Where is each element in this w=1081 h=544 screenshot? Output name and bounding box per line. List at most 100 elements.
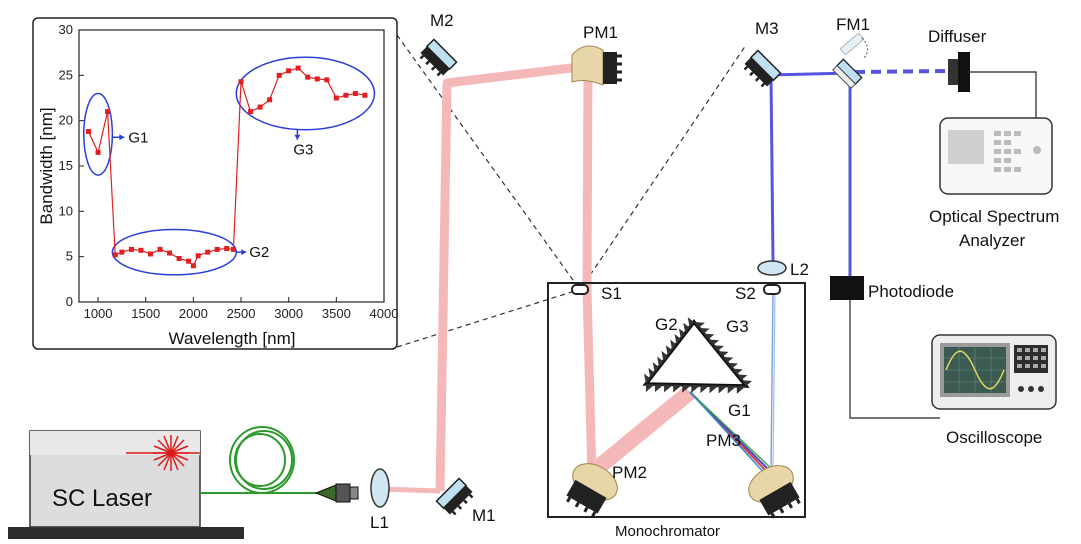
grating-tooth-13 [703, 333, 715, 340]
grating-tooth-4 [661, 350, 668, 362]
data-point-8 [157, 246, 163, 252]
data-point-1 [95, 149, 101, 155]
x-tick-label-0: 1000 [84, 306, 113, 321]
dispersed-beams [689, 291, 776, 478]
y-tick-label-3: 15 [59, 158, 73, 173]
fm1-label: FM1 [836, 15, 870, 34]
oscilloscope [931, 334, 1057, 410]
data-point-2 [105, 109, 111, 115]
data-point-11 [186, 258, 192, 264]
zoom-line-right [579, 44, 747, 291]
blue-beam-dashed [854, 69, 949, 74]
oscilloscope-label: Oscilloscope [946, 428, 1042, 447]
l1-label: L1 [370, 513, 389, 532]
data-point-30 [352, 90, 358, 96]
mirror-m1 [435, 477, 474, 516]
osa-label-line1: Optical Spectrum [929, 207, 1059, 226]
x-tick-label-2: 2000 [179, 306, 208, 321]
grating-tooth-24 [718, 385, 728, 394]
grating-tooth-3 [657, 356, 664, 368]
grating-tooth-25 [709, 385, 719, 394]
grating-tooth-29 [673, 384, 683, 393]
x-axis-label: Wavelength [nm] [169, 329, 296, 348]
data-point-5 [128, 246, 134, 252]
osa-label-line2: Analyzer [959, 231, 1025, 250]
inset-chart-frame [32, 17, 398, 350]
grating-tooth-7 [674, 334, 681, 345]
sc-laser-label: SC Laser [52, 485, 152, 512]
l2-label: L2 [790, 260, 809, 279]
fiber-coil [200, 426, 318, 494]
y-tick-label-5: 25 [59, 67, 73, 82]
y-axis-label: Bandwidth [nm] [37, 107, 56, 224]
group-label-g2: G2 [249, 244, 269, 261]
photodiode-cable [849, 300, 940, 419]
grating-tooth-14 [708, 339, 720, 346]
grating-tooth-10 [687, 317, 694, 328]
y-tick-label-2: 10 [59, 203, 73, 218]
group-arrowhead-g2 [241, 249, 247, 256]
data-point-17 [230, 246, 236, 252]
photodiode [830, 276, 864, 300]
m3-label: M3 [755, 19, 779, 38]
data-point-7 [147, 251, 153, 257]
pm2-label: PM2 [612, 463, 647, 482]
data-point-0 [86, 129, 92, 135]
grating-tooth-15 [712, 345, 724, 352]
diffuser-cable [970, 71, 1037, 118]
g2-grating-label: G2 [655, 315, 678, 334]
grating-tooth-19 [731, 368, 743, 375]
x-tick-label-5: 3500 [322, 306, 351, 321]
parabolic-mirror-pm3 [748, 465, 801, 519]
g3-grating-label: G3 [726, 317, 749, 336]
grating-tooth-11 [694, 322, 705, 328]
grating-tooth-6 [670, 339, 677, 351]
grating-tooth-27 [691, 384, 701, 393]
y-tick-label-1: 5 [66, 249, 73, 264]
data-point-4 [119, 249, 125, 255]
data-point-12 [190, 263, 196, 269]
data-point-23 [286, 68, 292, 74]
grating-tooth-31 [654, 384, 665, 393]
group-arrowhead-g3 [294, 134, 301, 140]
x-tick-label-4: 3000 [274, 306, 303, 321]
grating-tooth-18 [727, 362, 739, 369]
data-point-22 [276, 72, 282, 78]
fiber-collimator [314, 483, 359, 503]
blue-beam [769, 71, 852, 285]
data-point-14 [205, 249, 211, 255]
sc-laser [8, 430, 244, 539]
data-point-16 [224, 246, 230, 252]
grating-tooth-12 [698, 327, 710, 334]
grating-tooth-5 [665, 345, 673, 356]
group-ellipse-g1 [83, 92, 114, 176]
mirror-m2 [419, 38, 458, 77]
mirror-m3 [743, 49, 782, 88]
data-point-3 [112, 252, 118, 258]
flip-mirror-fm1 [832, 32, 868, 89]
data-point-25 [305, 74, 311, 80]
grating-tooth-22 [736, 385, 746, 394]
s1-label: S1 [601, 284, 622, 303]
photodiode-label: Photodiode [868, 282, 954, 301]
x-tick-label-6: 4000 [370, 306, 399, 321]
grating-tooth-32 [645, 384, 656, 392]
data-point-24 [295, 65, 301, 71]
data-series [86, 65, 368, 269]
data-point-6 [138, 247, 144, 253]
slit-s1 [571, 284, 589, 295]
data-point-13 [195, 253, 201, 259]
blue-beam-path [769, 69, 949, 285]
y-tick-label-6: 30 [59, 22, 73, 37]
data-point-15 [214, 246, 220, 252]
grating-tooth-28 [682, 384, 692, 393]
data-point-20 [257, 104, 263, 110]
grating-tooth-17 [722, 356, 734, 363]
zoom-line-bottom [396, 289, 579, 348]
diffuser-label: Diffuser [928, 27, 987, 46]
pm1-label: PM1 [583, 23, 618, 42]
